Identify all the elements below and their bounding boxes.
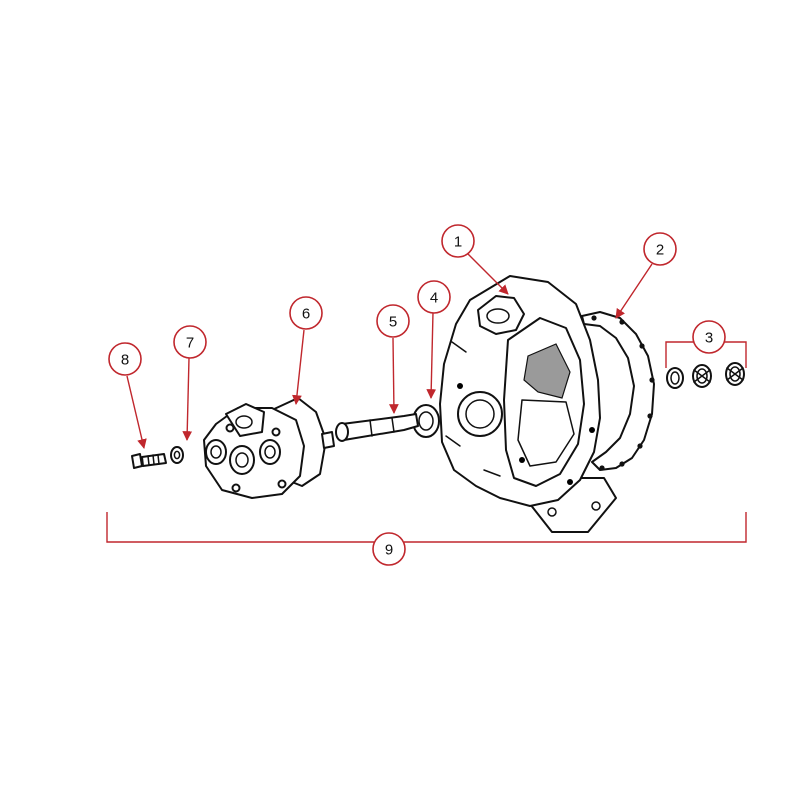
- callout-1: 1: [441, 224, 475, 258]
- callout-4-label: 4: [430, 290, 438, 307]
- leader-7: [182, 357, 193, 441]
- callout-3: 3: [692, 320, 726, 354]
- part-washer: [412, 404, 440, 438]
- callout-8: 8: [108, 342, 142, 376]
- callout-9: 9: [372, 532, 406, 566]
- part-seal-rings: [666, 362, 745, 389]
- callout-6-label: 6: [302, 306, 310, 323]
- callout-6: 6: [289, 296, 323, 330]
- bracket-9-right: [404, 512, 747, 543]
- callout-1-label: 1: [454, 234, 462, 251]
- part-housing: [439, 275, 617, 533]
- callout-7-label: 7: [186, 335, 194, 352]
- callout-8-label: 8: [121, 352, 129, 369]
- callout-4: 4: [417, 280, 451, 314]
- part-shaft: [335, 413, 419, 442]
- part-bolt: [131, 453, 167, 469]
- leader-1: [467, 253, 509, 295]
- callout-2: 2: [643, 232, 677, 266]
- leader-5: [388, 337, 399, 414]
- callout-5: 5: [376, 304, 410, 338]
- callout-3-label: 3: [705, 330, 713, 347]
- part-lock-washer: [170, 446, 184, 464]
- leader-8: [126, 375, 147, 449]
- callout-2-label: 2: [656, 242, 664, 259]
- bracket-9-left: [106, 512, 374, 543]
- leader-6: [292, 329, 305, 405]
- leader-2: [615, 263, 653, 319]
- part-pump-body: [203, 397, 335, 499]
- leader-4: [426, 311, 437, 399]
- callout-7: 7: [173, 325, 207, 359]
- part-gasket: [581, 311, 655, 471]
- callout-5-label: 5: [389, 314, 397, 331]
- callout-9-label: 9: [385, 542, 393, 559]
- leader-lines: [106, 253, 747, 543]
